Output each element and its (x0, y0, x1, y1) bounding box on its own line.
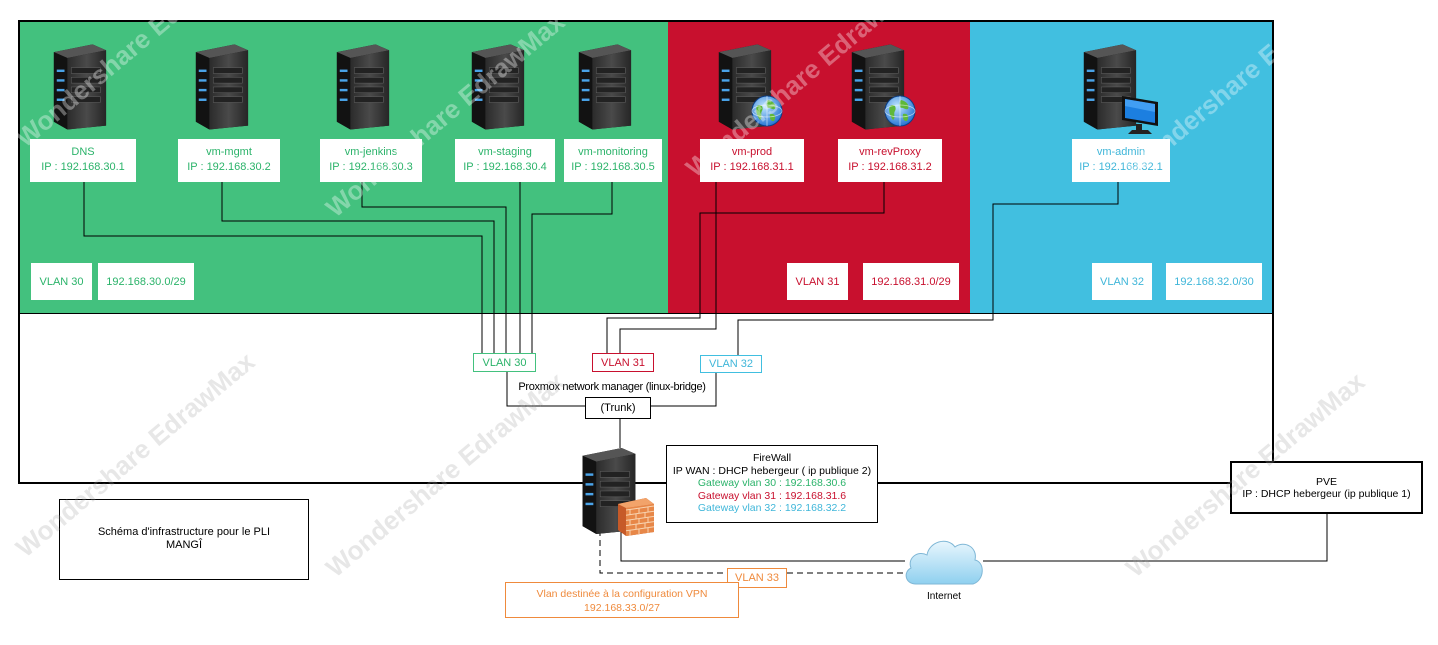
server-name: vm-staging (478, 146, 532, 158)
server-icon-vm-jenkins (333, 42, 391, 133)
server-icon-vm-revproxy (848, 42, 906, 133)
server-icon-vm-mgmt (192, 42, 250, 133)
server-label-vm-revproxy: vm-revProxy IP : 192.168.31.2 (838, 139, 942, 182)
link-vm-jenkins (361, 182, 507, 353)
caption-line1: Schéma d'infrastructure pour le PLI (97, 526, 271, 538)
server-name: vm-mgmt (206, 146, 252, 158)
link-vm-revproxy (606, 182, 885, 353)
monitor-icon (1118, 92, 1162, 139)
server-ip: IP : 192.168.32.1 (1079, 161, 1163, 173)
firewall-info: FireWall IP WAN : DHCP hebergeur ( ip pu… (666, 445, 878, 523)
pve-title: PVE (1315, 476, 1337, 488)
firewall-gw31: Gateway vlan 31 : 192.168.31.6 (697, 489, 847, 502)
link-vm-monitoring (531, 182, 613, 353)
firewall-icon (616, 496, 656, 539)
server-label-vm-staging: vm-staging IP : 192.168.30.4 (455, 139, 555, 182)
vpn-info: Vlan destinée à la configuration VPN 192… (505, 582, 739, 618)
server-ip: IP : 192.168.31.1 (710, 161, 794, 173)
zone-vlan31-subnet: 192.168.31.0/29 (863, 263, 959, 300)
server-label-vm-admin: vm-admin IP : 192.168.32.1 (1072, 139, 1170, 182)
globe-icon (750, 94, 784, 131)
bridge-label: Proxmox network manager (linux-bridge) (518, 381, 706, 393)
zone-vlan31-tag: VLAN 31 (787, 263, 848, 300)
server-icon-vm-monitoring (575, 42, 633, 133)
server-icon-dns (50, 42, 108, 133)
vpn-line2: 192.168.33.0/27 (584, 602, 660, 614)
server-name: vm-prod (731, 146, 773, 158)
server-name: vm-admin (1096, 146, 1146, 158)
caption-line2: MANGÎ (165, 539, 203, 551)
link-vm-prod (619, 182, 717, 353)
vpn-line1: Vlan destinée à la configuration VPN (536, 588, 708, 600)
globe-icon (883, 94, 917, 131)
trunk-box: (Trunk) (585, 397, 651, 419)
server-label-vm-prod: vm-prod IP : 192.168.31.1 (700, 139, 804, 182)
pve-info: PVE IP : DHCP hebergeur (ip publique 1) (1230, 461, 1423, 514)
vpn-vlan33: VLAN 33 (727, 568, 787, 588)
firewall-title: FireWall (752, 452, 792, 464)
server-label-vm-mgmt: vm-mgmt IP : 192.168.30.2 (178, 139, 280, 182)
link-vm-mgmt (221, 182, 495, 353)
server-ip: IP : 192.168.30.3 (329, 161, 413, 173)
server-name: vm-revProxy (859, 146, 921, 158)
server-label-dns: DNS IP : 192.168.30.1 (30, 139, 136, 182)
link-vpn-dashed (599, 530, 905, 574)
firewall-gw30: Gateway vlan 30 : 192.168.30.6 (697, 477, 847, 489)
zone-divider (20, 313, 1272, 314)
server-ip: IP : 192.168.31.2 (848, 161, 932, 173)
zone-vlan30-subnet: 192.168.30.0/29 (98, 263, 194, 300)
firewall-server-icon (578, 446, 638, 537)
server-ip: IP : 192.168.30.5 (571, 161, 655, 173)
diagram-caption: Schéma d'infrastructure pour le PLI MANG… (59, 499, 309, 580)
zone-vlan32-subnet: 192.168.32.0/30 (1166, 263, 1262, 300)
server-name: vm-jenkins (344, 146, 398, 158)
server-ip: IP : 192.168.30.2 (187, 161, 271, 173)
bridge-vlan31: VLAN 31 (592, 353, 654, 372)
link-pve-internet (983, 514, 1328, 562)
server-name: vm-monitoring (578, 146, 648, 158)
firewall-wan: IP WAN : DHCP hebergeur ( ip publique 2) (672, 464, 872, 477)
server-ip: IP : 192.168.30.4 (463, 161, 547, 173)
server-label-vm-jenkins: vm-jenkins IP : 192.168.30.3 (320, 139, 422, 182)
internet-label: Internet (927, 591, 961, 602)
server-icon-vm-staging (468, 42, 526, 133)
server-label-vm-monitoring: vm-monitoring IP : 192.168.30.5 (564, 139, 662, 182)
link-dns (83, 182, 483, 353)
firewall-gw32: Gateway vlan 32 : 192.168.32.2 (697, 502, 847, 514)
bridge-vlan30: VLAN 30 (473, 353, 536, 372)
server-name: DNS (71, 146, 95, 158)
link-vm-admin (737, 182, 1119, 356)
bridge-vlan32: VLAN 32 (700, 355, 762, 373)
cloud-icon (905, 540, 983, 585)
server-ip: IP : 192.168.30.1 (41, 161, 125, 173)
zone-vlan32-tag: VLAN 32 (1092, 263, 1152, 300)
zone-vlan30-tag: VLAN 30 (31, 263, 92, 300)
pve-ip: IP : DHCP hebergeur (ip publique 1) (1242, 488, 1411, 500)
link-firewall-internet (620, 530, 905, 562)
